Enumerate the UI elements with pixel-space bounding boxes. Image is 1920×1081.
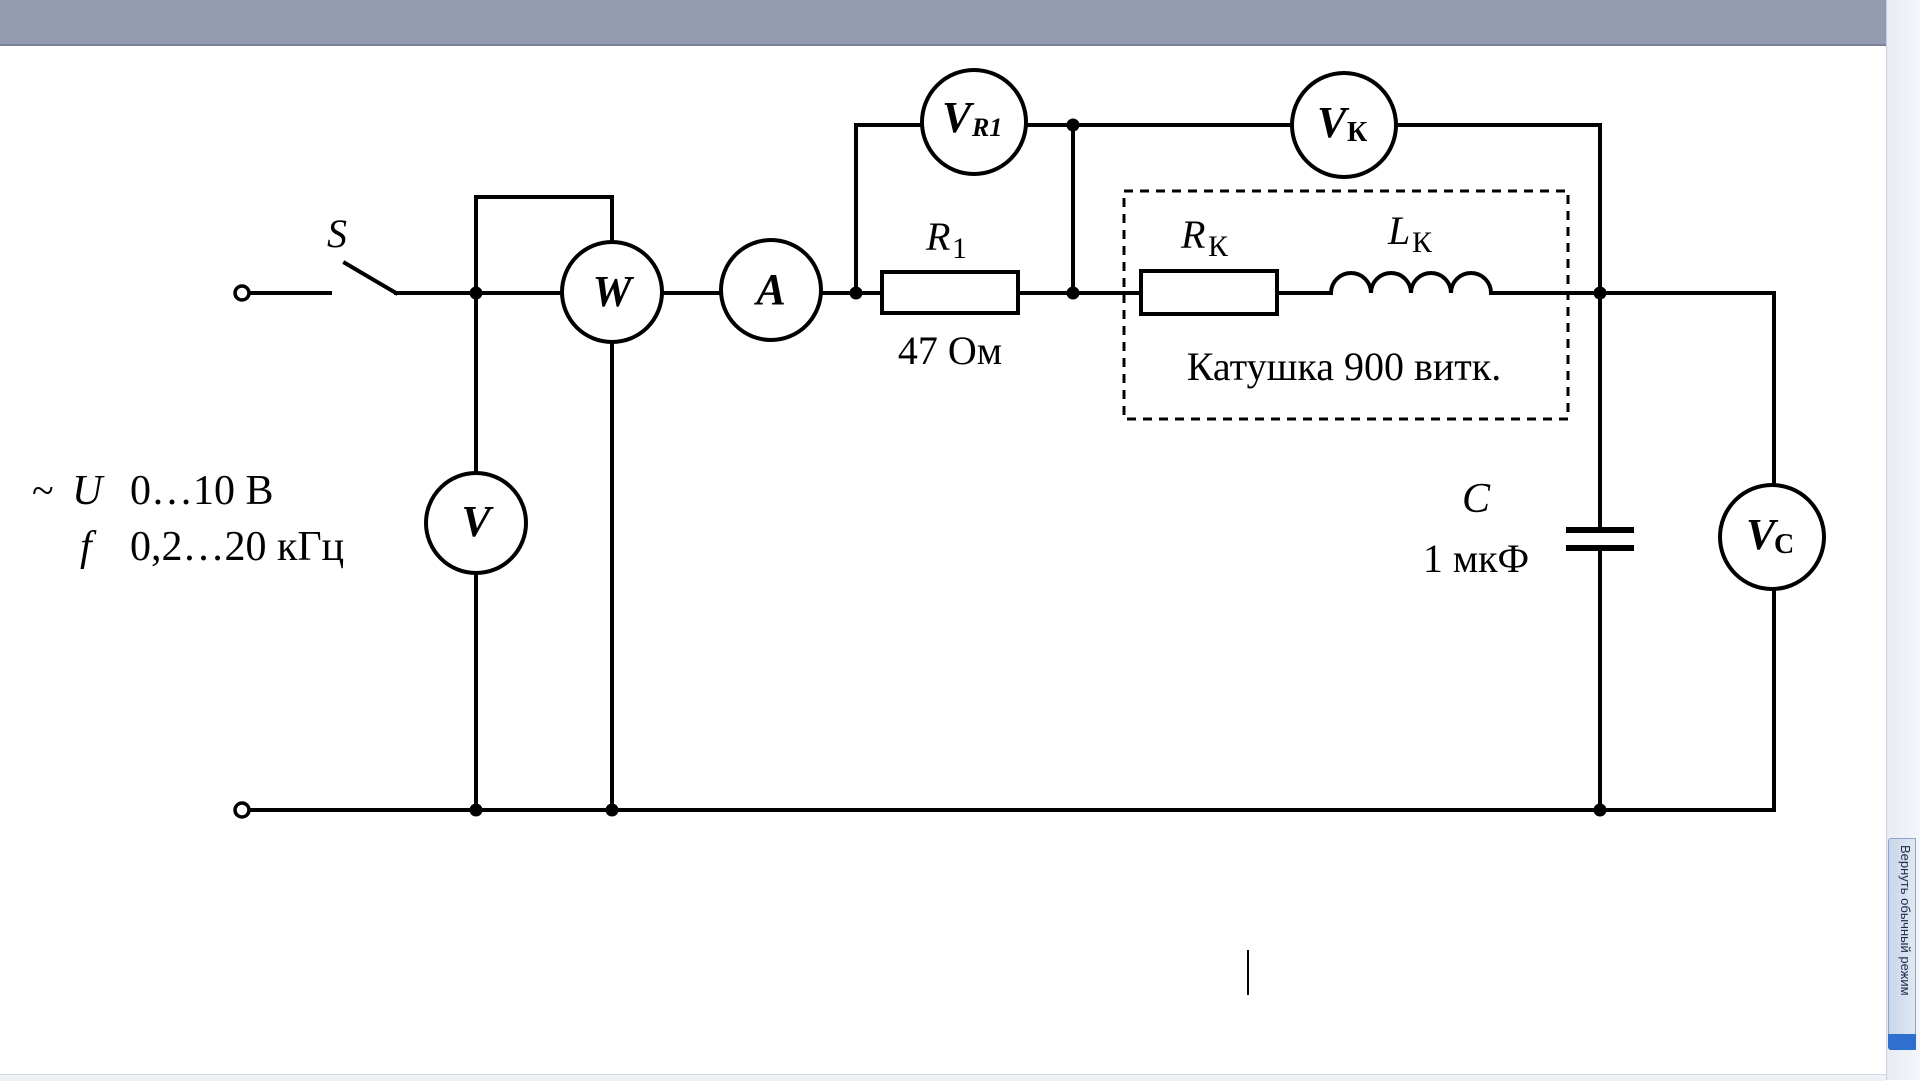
voltmeter-vc-sub: C (1774, 529, 1794, 560)
resistor-r1-symbol: R (925, 214, 950, 259)
voltmeter-vk: V К (1290, 71, 1398, 179)
source-f-symbol: f (80, 524, 97, 570)
voltmeter-v: V (424, 471, 528, 575)
bottom-strip (0, 1074, 1886, 1081)
junction-dot (1593, 286, 1607, 300)
wattmeter-w: W (560, 240, 664, 344)
ammeter-a: A (719, 238, 823, 342)
restore-normal-mode-tab[interactable] (1888, 838, 1916, 1050)
voltmeter-vr1-label: V (942, 93, 975, 142)
switch-blade (342, 260, 399, 296)
resistor-r1-value: 47 Ом (898, 328, 1002, 373)
source-f-range: 0,2…20 кГц (130, 524, 344, 570)
voltmeter-vc-circle (1718, 483, 1826, 591)
voltmeter-vr1-sub: R1 (971, 113, 1002, 142)
source-tilde: ~ (32, 468, 54, 513)
voltmeter-vr1: V R1 (920, 68, 1028, 176)
junction-dot (1593, 803, 1607, 817)
resistor-r1 (880, 270, 1020, 315)
title-bar (0, 0, 1886, 46)
junction-dot (605, 803, 619, 817)
coil-l-subscript: К (1412, 226, 1433, 259)
terminal-top (233, 284, 251, 302)
coil-r-symbol: R (1180, 212, 1205, 257)
junctions (469, 118, 1607, 817)
coil-caption: Катушка 900 витк. (1187, 344, 1501, 389)
junction-dot (469, 803, 483, 817)
switch-label: S (327, 211, 347, 256)
wattmeter-w-circle (560, 240, 664, 344)
resistor-rk (1139, 269, 1279, 316)
voltmeter-vk-sub: К (1347, 117, 1368, 148)
voltmeter-vk-label: V (1317, 98, 1350, 147)
coil-r-subscript: К (1208, 230, 1229, 263)
text-cursor (1247, 950, 1249, 995)
voltmeter-vc-label: V (1746, 510, 1779, 559)
restore-arrow-icon[interactable] (1888, 1034, 1916, 1050)
junction-dot (469, 286, 483, 300)
terminal-bottom (233, 801, 251, 819)
junction-dot (1066, 118, 1080, 132)
voltmeter-v-label: V (461, 497, 494, 546)
wire-wattmeter-loop (474, 195, 614, 295)
voltmeter-v-circle (424, 471, 528, 575)
ammeter-a-circle (719, 238, 823, 342)
voltmeter-vk-circle (1290, 71, 1398, 179)
source-u-symbol: U (72, 468, 105, 514)
coil-l-symbol: L (1387, 208, 1410, 253)
inductor-lk (1329, 271, 1493, 294)
capacitor-symbol: C (1462, 476, 1491, 522)
ammeter-a-label: A (753, 265, 785, 314)
source-u-range: 0…10 В (130, 468, 274, 514)
junction-dot (849, 286, 863, 300)
junction-dot (1066, 286, 1080, 300)
wattmeter-w-label: W (592, 267, 634, 316)
restore-normal-mode-label: Вернуть обычный режим (1898, 845, 1913, 996)
voltmeter-vr1-circle (920, 68, 1028, 176)
wire-vr1-left (854, 123, 924, 295)
capacitor-value: 1 мкФ (1423, 536, 1529, 581)
wires (246, 123, 1776, 812)
wire-vk-right (1394, 123, 1602, 295)
resistor-r1-subscript: 1 (952, 232, 967, 265)
voltmeter-vc: V C (1718, 483, 1826, 591)
